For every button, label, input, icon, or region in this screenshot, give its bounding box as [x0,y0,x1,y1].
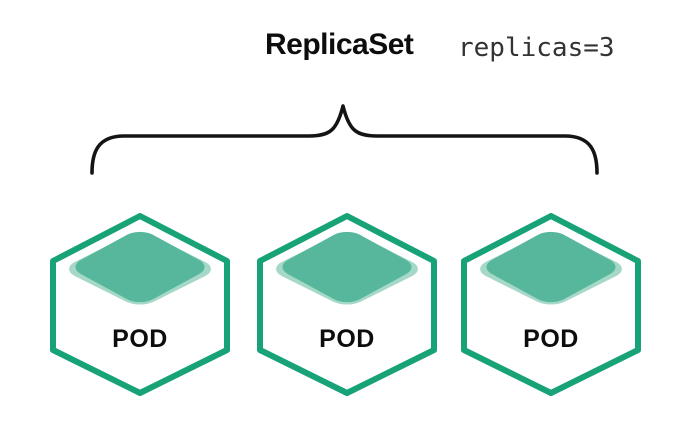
pod-3: POD [461,213,641,396]
pod-label: POD [112,325,168,353]
replicas-spec: replicas=3 [458,33,615,63]
pod-hexagon-icon [461,213,641,396]
pod-hexagon-icon [50,213,230,396]
pod-hexagon-icon [257,213,437,396]
pod-1: POD [50,213,230,396]
pod-2: POD [257,213,437,396]
pod-label: POD [319,325,375,353]
replicaset-title: ReplicaSet [265,28,414,61]
pod-label: POD [523,325,579,353]
